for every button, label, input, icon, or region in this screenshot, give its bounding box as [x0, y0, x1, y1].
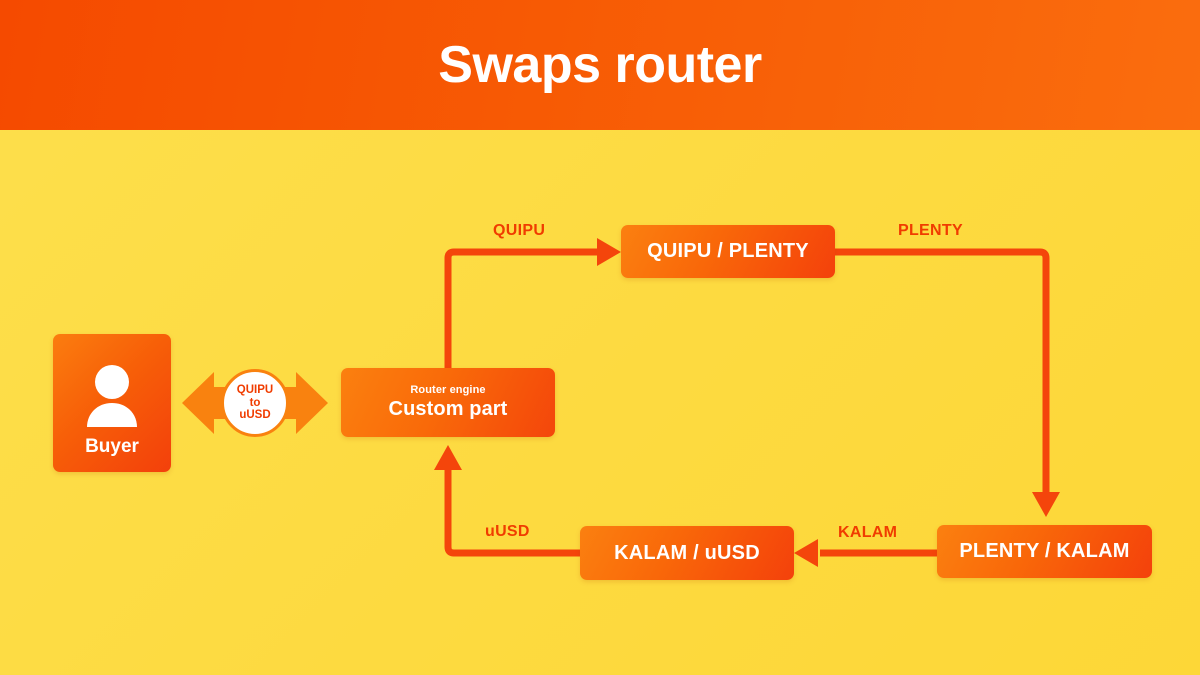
node-buyer[interactable]: Buyer [53, 334, 171, 472]
node-plenty-kalam-label: PLENTY / KALAM [959, 540, 1130, 562]
edge-label-kalam: KALAM [838, 524, 898, 541]
edge-plenty [835, 248, 1060, 517]
header-bar: Swaps router [0, 0, 1200, 130]
swap-badge-line1: QUIPU [236, 384, 274, 397]
node-router-engine[interactable]: Router engine Custom part [341, 368, 555, 437]
node-kalam-uusd[interactable]: KALAM / uUSD [580, 526, 794, 580]
edge-uusd [434, 445, 580, 557]
swap-badge-line2: to [249, 396, 261, 409]
edge-label-quipu: QUIPU [493, 222, 546, 239]
edge-label-plenty: PLENTY [898, 222, 963, 239]
edge-label-uusd: uUSD [485, 523, 530, 540]
node-plenty-kalam[interactable]: PLENTY / KALAM [937, 525, 1152, 578]
swap-badge-line3: uUSD [239, 409, 271, 422]
edge-kalam [794, 539, 937, 567]
node-router-subtitle: Router engine [410, 384, 486, 396]
node-quipu-plenty-label: QUIPU / PLENTY [647, 240, 809, 262]
node-router-title: Custom part [388, 398, 508, 420]
node-kalam-uusd-label: KALAM / uUSD [614, 541, 760, 564]
person-icon [53, 364, 171, 428]
swap-badge[interactable]: QUIPU to uUSD [180, 360, 330, 446]
node-buyer-label: Buyer [85, 436, 139, 457]
node-quipu-plenty[interactable]: QUIPU / PLENTY [621, 225, 835, 278]
edge-quipu [444, 238, 621, 372]
page-title: Swaps router [438, 36, 762, 94]
swap-badge-circle: QUIPU to uUSD [221, 369, 289, 437]
